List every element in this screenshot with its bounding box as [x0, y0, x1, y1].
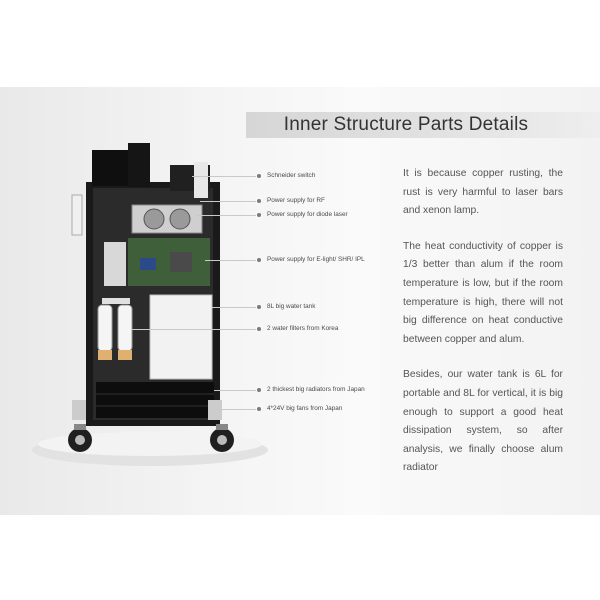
side-panel-white [194, 162, 208, 198]
top-connector [128, 143, 150, 187]
filter-1-cap [98, 350, 112, 360]
callout-dot-radiators [257, 388, 261, 392]
callout-dot-water-filters [257, 327, 261, 331]
callout-dot-power-rf [257, 199, 261, 203]
callout-dot-fans [257, 407, 261, 411]
callout-dot-water-tank [257, 305, 261, 309]
filter-2 [117, 304, 133, 352]
callout-line-water-filters [132, 329, 256, 330]
filter-bracket [102, 298, 130, 304]
page-title: Inner Structure Parts Details [283, 114, 529, 135]
side-bracket [71, 194, 83, 236]
callout-dot-power-elight [257, 258, 261, 262]
water-tank [149, 294, 213, 380]
callout-label-power-diode: Power supply for diode laser [267, 211, 348, 218]
callout-label-power-rf: Power supply for RF [267, 197, 325, 204]
callout-label-water-filters: 2 water filters from Korea [267, 325, 339, 332]
callout-label-fans: 4*24V big fans from Japan [267, 405, 343, 412]
callout-label-schneider-switch: Schneider switch [267, 172, 316, 179]
callout-line-water-tank [212, 307, 256, 308]
callout-line-fans [214, 409, 256, 410]
description-text: It is because copper rusting, the rust i… [403, 165, 563, 495]
platform-top [38, 432, 262, 456]
filter-1 [97, 304, 113, 352]
radiator-block [96, 382, 214, 418]
board-capacitor [140, 258, 156, 270]
filter-2-cap [118, 350, 132, 360]
callout-line-radiators [214, 390, 256, 391]
description-paragraph: It is because copper rusting, the rust i… [403, 168, 563, 217]
callout-dot-power-diode [257, 213, 261, 217]
callout-label-radiators: 2 thickest big radiators from Japan [267, 386, 365, 393]
psu-fan-left [143, 208, 165, 230]
diode-power-supply [131, 204, 203, 234]
callout-label-water-tank: 8L big water tank [267, 303, 316, 310]
board-chip [170, 252, 192, 272]
title-bar [246, 112, 600, 138]
callout-line-power-rf [200, 201, 256, 202]
callout-line-schneider-switch [192, 176, 256, 177]
description-paragraph: Besides, our water tank is 6L for portab… [403, 369, 563, 474]
callout-label-power-elight: Power supply for E-light/ SHR/ IPL [267, 256, 365, 263]
callout-dot-schneider-switch [257, 174, 261, 178]
bottom-bracket-left [72, 400, 86, 420]
callout-line-power-diode [196, 215, 256, 216]
description-paragraph: The heat conductivity of copper is 1/3 b… [403, 240, 563, 345]
side-module [104, 242, 126, 286]
psu-fan-right [169, 208, 191, 230]
callout-line-power-elight [205, 260, 256, 261]
schneider-switch-block [92, 150, 128, 186]
bottom-bracket-right [208, 400, 222, 420]
